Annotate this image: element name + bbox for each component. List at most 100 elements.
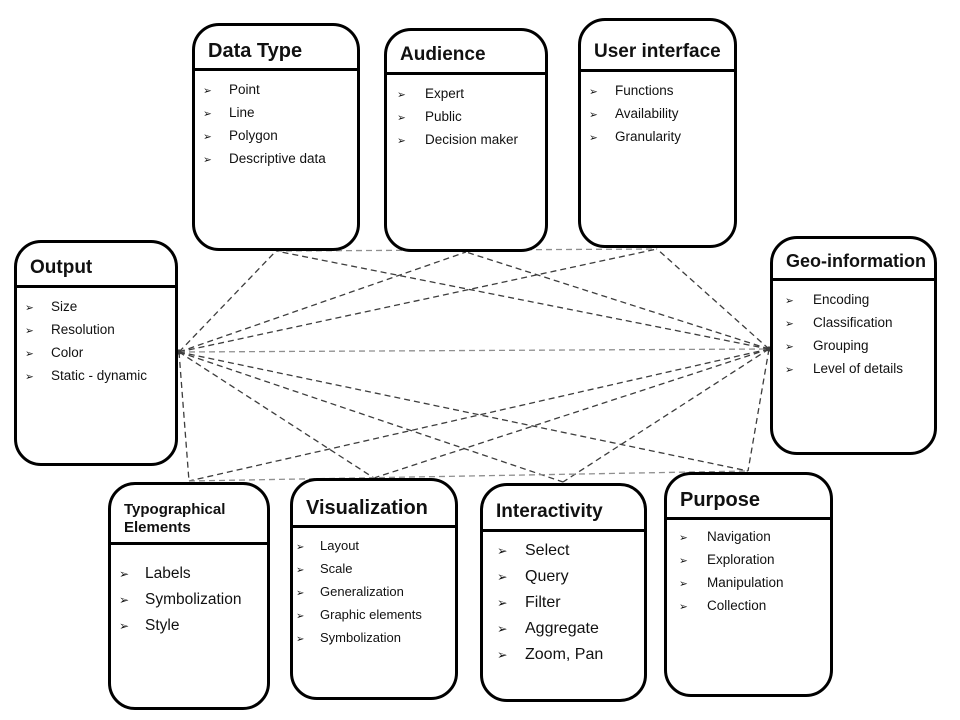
list-item-label: Line [229, 105, 255, 120]
connector-line-left-hub--purpose-top [178, 351, 749, 472]
arrow-bullet-icon: ➢ [397, 135, 406, 147]
box-item-list: ➢Functions➢Availability➢Granularity [581, 72, 734, 149]
list-item-label: Symbolization [145, 591, 242, 608]
list-item: ➢Scale [296, 558, 451, 581]
list-item: ➢Descriptive data [203, 148, 353, 171]
list-item: ➢Graphic elements [296, 604, 451, 627]
list-item: ➢Navigation [679, 526, 826, 549]
list-item: ➢Static - dynamic [25, 365, 171, 388]
box-interactivity: Interactivity ➢Select➢Query➢Filter➢Aggre… [480, 483, 647, 702]
connector-line-left-hub--right-hub [178, 348, 770, 353]
box-title: Geo-information [773, 239, 934, 281]
list-item: ➢Layout [296, 535, 451, 558]
connector-line-right-hub--audience-bottom [465, 251, 770, 350]
arrow-bullet-icon: ➢ [785, 295, 794, 307]
box-geo-information: Geo-information ➢ Encoding ➢ Classification… [770, 236, 937, 455]
arrow-bullet-icon: ➢ [25, 302, 34, 314]
list-item-label: Point [229, 82, 260, 97]
arrow-bullet-icon: ➢ [497, 596, 508, 610]
box-purpose: Purpose ➢Navigation➢Exploration➢Manipula… [664, 472, 833, 697]
connector-line-left-hub--vis-top [178, 351, 375, 479]
list-item-label: Style [145, 617, 180, 634]
box-item-list: ➢Size➢Resolution➢Color➢Static - dynamic [17, 288, 175, 388]
arrow-bullet-icon: ➢ [497, 570, 508, 584]
arrow-bullet-icon: ➢ [397, 89, 406, 101]
list-item: ➢Size [25, 296, 171, 319]
arrow-bullet-icon: ➢ [497, 544, 508, 558]
list-item: ➢ Filter [497, 590, 640, 616]
list-item: ➢ Expert [397, 83, 541, 106]
box-item-list: ➢Navigation➢Exploration➢Manipulation➢Col… [667, 520, 830, 618]
arrow-bullet-icon: ➢ [296, 542, 305, 553]
arrow-bullet-icon: ➢ [25, 371, 34, 383]
list-item: ➢Aggregate [497, 616, 640, 642]
list-item-label: Select [525, 542, 570, 559]
arrow-bullet-icon: ➢ [25, 348, 34, 360]
list-item-label: Polygon [229, 128, 278, 143]
connector-line-right-hub--ui-bottom [656, 248, 770, 350]
connector-line-right-hub--data-type-bottom [275, 250, 770, 350]
list-item-label: Public [425, 109, 462, 124]
arrow-bullet-icon: ➢ [785, 318, 794, 330]
list-item: ➢Level of details [785, 358, 930, 381]
arrow-bullet-icon: ➢ [497, 622, 508, 636]
list-item: ➢ Symbolization [119, 587, 263, 613]
list-item: ➢ Generalization [296, 581, 451, 604]
list-item: ➢Point [203, 79, 353, 102]
box-title: Purpose [667, 475, 830, 520]
list-item-label: Filter [525, 594, 561, 611]
connector-line-typo-top--purpose-top [188, 470, 749, 482]
connector-line-right-hub--int-top [562, 348, 770, 483]
arrow-bullet-icon: ➢ [296, 634, 305, 645]
list-item: ➢Color [25, 342, 171, 365]
list-item-label: Generalization [320, 584, 404, 599]
arrow-bullet-icon: ➢ [296, 588, 305, 599]
list-item-label: Classification [813, 315, 893, 330]
box-title: User interface [581, 21, 734, 72]
arrow-bullet-icon: ➢ [679, 532, 688, 544]
list-item: ➢ Style [119, 613, 263, 639]
connector-line-right-hub--typo-top [188, 348, 770, 482]
box-item-list: ➢Expert➢Public➢Decision maker [387, 75, 545, 152]
list-item: ➢Collection [679, 595, 826, 618]
list-item: ➢ Line [203, 102, 353, 125]
list-item-label: Expert [425, 86, 465, 101]
arrow-bullet-icon: ➢ [497, 648, 508, 662]
connector-line-right-hub--purpose-top [747, 348, 770, 472]
arrow-bullet-icon: ➢ [785, 341, 794, 353]
box-title: Audience [387, 31, 545, 75]
connector-line-left-hub--ui-bottom [178, 248, 658, 353]
list-item-label: Graphic elements [320, 607, 422, 622]
box-item-list: ➢Layout➢Scale➢Generalization➢Graphic ele… [293, 528, 455, 650]
box-visualization: Visualization ➢Layout➢Scale➢Generalizati… [290, 478, 458, 700]
list-item-label: Symbolization [320, 630, 401, 645]
arrow-bullet-icon: ➢ [589, 86, 598, 98]
arrow-bullet-icon: ➢ [785, 364, 794, 376]
connector-line-left-hub--typo-top [178, 351, 190, 482]
list-item: ➢Grouping [785, 335, 930, 358]
box-output: Output ➢Size➢Resolution➢Color➢Static - d… [14, 240, 178, 466]
list-item: ➢ Encoding [785, 289, 930, 312]
list-item-label: Manipulation [707, 575, 784, 590]
list-item: ➢Manipulation [679, 572, 826, 595]
box-user-interface: User interface ➢Functions➢Availability➢G… [578, 18, 737, 248]
arrow-bullet-icon: ➢ [679, 601, 688, 613]
list-item: ➢Query [497, 564, 640, 590]
list-item: ➢ Symbolization [296, 627, 451, 650]
arrow-bullet-icon: ➢ [119, 619, 130, 633]
list-item-label: Availability [615, 106, 679, 121]
list-item: ➢Labels [119, 561, 263, 587]
connector-line-left-hub--data-type-bottom [178, 250, 277, 353]
arrow-bullet-icon: ➢ [25, 325, 34, 337]
arrow-bullet-icon: ➢ [119, 593, 130, 607]
list-item: ➢ Select [497, 538, 640, 564]
arrow-bullet-icon: ➢ [203, 108, 212, 120]
arrow-bullet-icon: ➢ [203, 154, 212, 166]
connector-line-left-hub--int-top [178, 351, 564, 483]
list-item-label: Exploration [707, 552, 775, 567]
list-item-label: Encoding [813, 292, 870, 307]
list-item: ➢Functions [589, 80, 730, 103]
arrow-bullet-icon: ➢ [397, 112, 406, 124]
list-item-label: Resolution [51, 322, 115, 337]
box-title: Typographical Elements [111, 485, 267, 545]
